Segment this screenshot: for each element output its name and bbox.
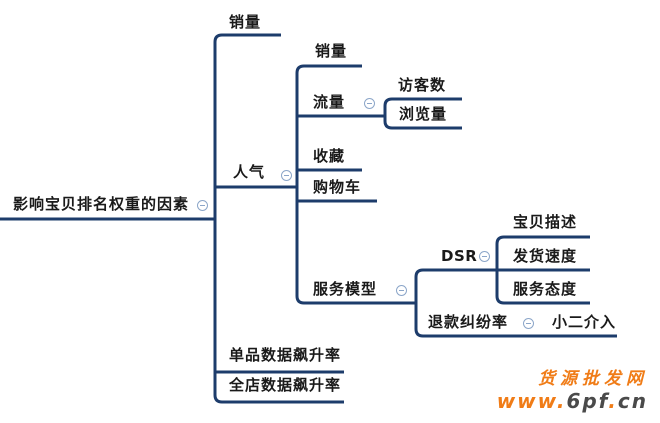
watermark-url-dot: . xyxy=(608,389,618,413)
collapse-icon-traffic[interactable] xyxy=(364,98,375,109)
node-whole-store-surge-rate[interactable]: 全店数据飙升率 xyxy=(229,376,342,394)
node-popularity[interactable]: 人气 xyxy=(233,163,266,181)
node-shopping-cart[interactable]: 购物车 xyxy=(313,178,362,196)
node-visitor-count[interactable]: 访客数 xyxy=(398,76,447,94)
node-shipping-speed[interactable]: 发货速度 xyxy=(513,247,578,265)
watermark-url-www: www. xyxy=(496,389,567,413)
node-page-views[interactable]: 浏览量 xyxy=(399,105,448,123)
trunk-popularity xyxy=(295,64,416,305)
watermark-url-domain: 6pf xyxy=(566,389,609,413)
collapse-icon-service-model[interactable] xyxy=(396,285,407,296)
trunk-traffic xyxy=(383,97,462,130)
collapse-icon-refund-dispute[interactable] xyxy=(523,318,534,329)
minus-icon xyxy=(367,102,372,105)
node-single-item-surge-rate[interactable]: 单品数据飙升率 xyxy=(229,346,342,364)
node-refund-dispute-rate[interactable]: 退款纠纷率 xyxy=(428,313,509,331)
node-sales-top[interactable]: 销量 xyxy=(229,13,262,31)
node-sales-inner[interactable]: 销量 xyxy=(315,42,348,60)
watermark-url-tld: cn xyxy=(617,389,648,413)
collapse-icon-root[interactable] xyxy=(197,200,208,211)
collapse-icon-dsr[interactable] xyxy=(479,251,490,262)
collapse-icon-popularity[interactable] xyxy=(281,170,292,181)
minus-icon xyxy=(482,255,487,258)
node-item-description[interactable]: 宝贝描述 xyxy=(513,213,578,231)
watermark-url: www.6pf.cn xyxy=(497,389,648,413)
node-service-model[interactable]: 服务模型 xyxy=(313,280,378,298)
node-root[interactable]: 影响宝贝排名权重的因素 xyxy=(13,195,190,213)
node-favorites[interactable]: 收藏 xyxy=(313,147,346,165)
node-xiaoer-intervention[interactable]: 小二介入 xyxy=(552,313,617,331)
watermark-site-name: 货源批发网 xyxy=(538,368,648,389)
node-traffic[interactable]: 流量 xyxy=(313,93,346,111)
node-dsr[interactable]: DSR xyxy=(441,247,478,265)
node-service-attitude[interactable]: 服务态度 xyxy=(513,280,578,298)
minus-icon xyxy=(399,289,404,292)
trunk-level1 xyxy=(213,33,344,404)
minus-icon xyxy=(200,204,205,207)
trunk-service-model xyxy=(414,268,617,338)
minus-icon xyxy=(284,174,289,177)
watermark: 货源批发网 www.6pf.cn xyxy=(497,369,648,413)
trunk-dsr xyxy=(495,235,590,305)
minus-icon xyxy=(526,322,531,325)
